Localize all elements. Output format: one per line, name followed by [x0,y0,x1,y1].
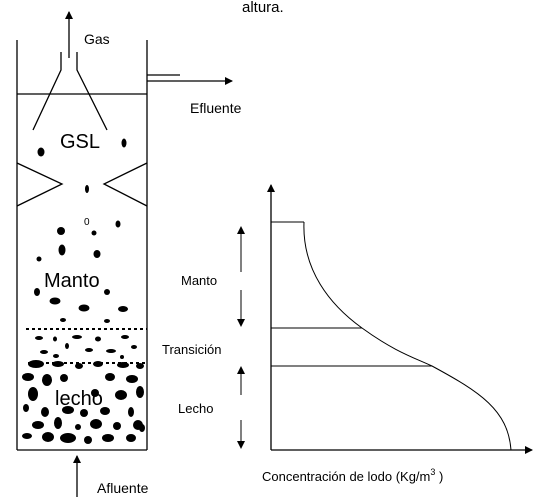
x-axis-label-end: ) [435,469,443,484]
baffle-right [102,162,148,207]
sludge-particles-transition [35,335,137,359]
reactor [16,11,233,497]
gas-hood-left [32,52,62,131]
profile-lecho-label: Lecho [178,401,213,416]
baffle-left [16,162,64,207]
header-fragment: altura. [242,0,284,16]
gas-hood-right [76,52,108,131]
profile-transicion-label: Transición [162,342,221,357]
gsl-label: GSL [60,131,100,153]
effluent-label: Efluente [190,100,242,116]
sludge-particles-upper [34,138,128,323]
concentration-profile [237,184,533,454]
x-axis-label-main: Concentración de lodo (Kg/m [262,469,430,484]
profile-x-axis-label: Concentración de lodo (Kg/m3 ) [262,467,443,484]
x-axis-label-superscript: 3 [430,467,435,477]
manto-zone-label: Manto [44,270,100,292]
inflow-label: Afluente [97,480,149,496]
lecho-zone-label: lecho [55,388,103,410]
concentration-curve [303,221,512,451]
small-zero-label: 0 [84,217,90,228]
profile-manto-label: Manto [181,273,217,288]
sludge-particles-bed [22,360,145,444]
gas-label: Gas [84,31,110,47]
